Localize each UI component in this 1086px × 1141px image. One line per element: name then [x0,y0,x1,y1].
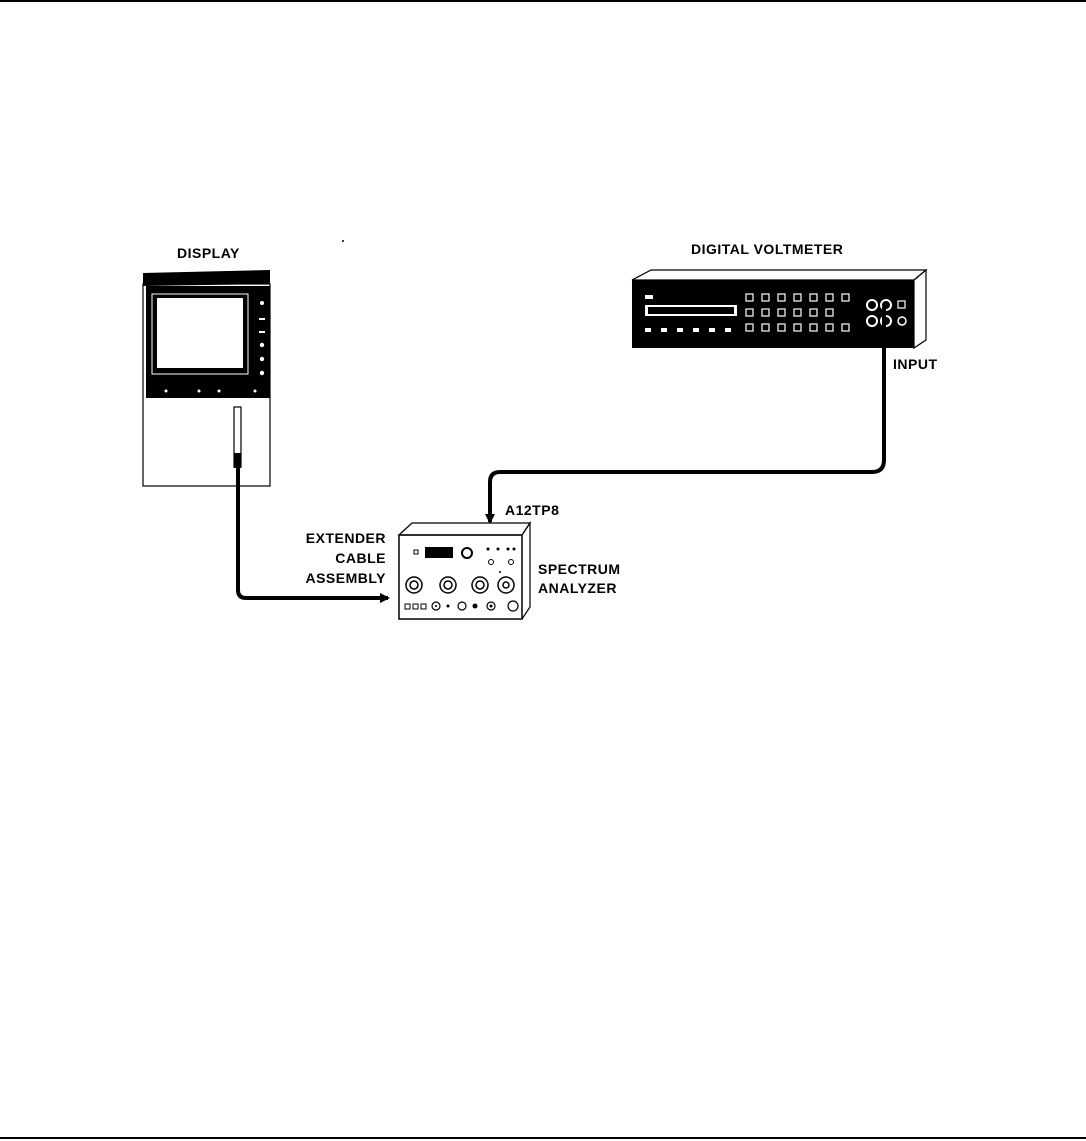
extender-label-line3: ASSEMBLY [305,570,386,586]
analyzer-label-line2: ANALYZER [538,580,617,596]
voltmeter-unit [631,268,928,350]
top-rule [0,0,1086,2]
input-label: INPUT [893,356,938,372]
extender-label-line2: CABLE [335,550,386,566]
extender-label-line1: EXTENDER [305,530,386,546]
voltmeter-label: DIGITAL VOLTMETER [691,241,844,257]
display-label: DISPLAY [177,245,240,261]
test-point-label: A12TP8 [505,502,560,518]
bottom-rule [0,1137,1086,1139]
voltmeter-lead [485,307,886,524]
display-unit [142,270,271,487]
extender-cable [236,467,390,603]
analyzer-label-line1: SPECTRUM [538,561,621,577]
spectrum-analyzer-unit [397,521,532,620]
